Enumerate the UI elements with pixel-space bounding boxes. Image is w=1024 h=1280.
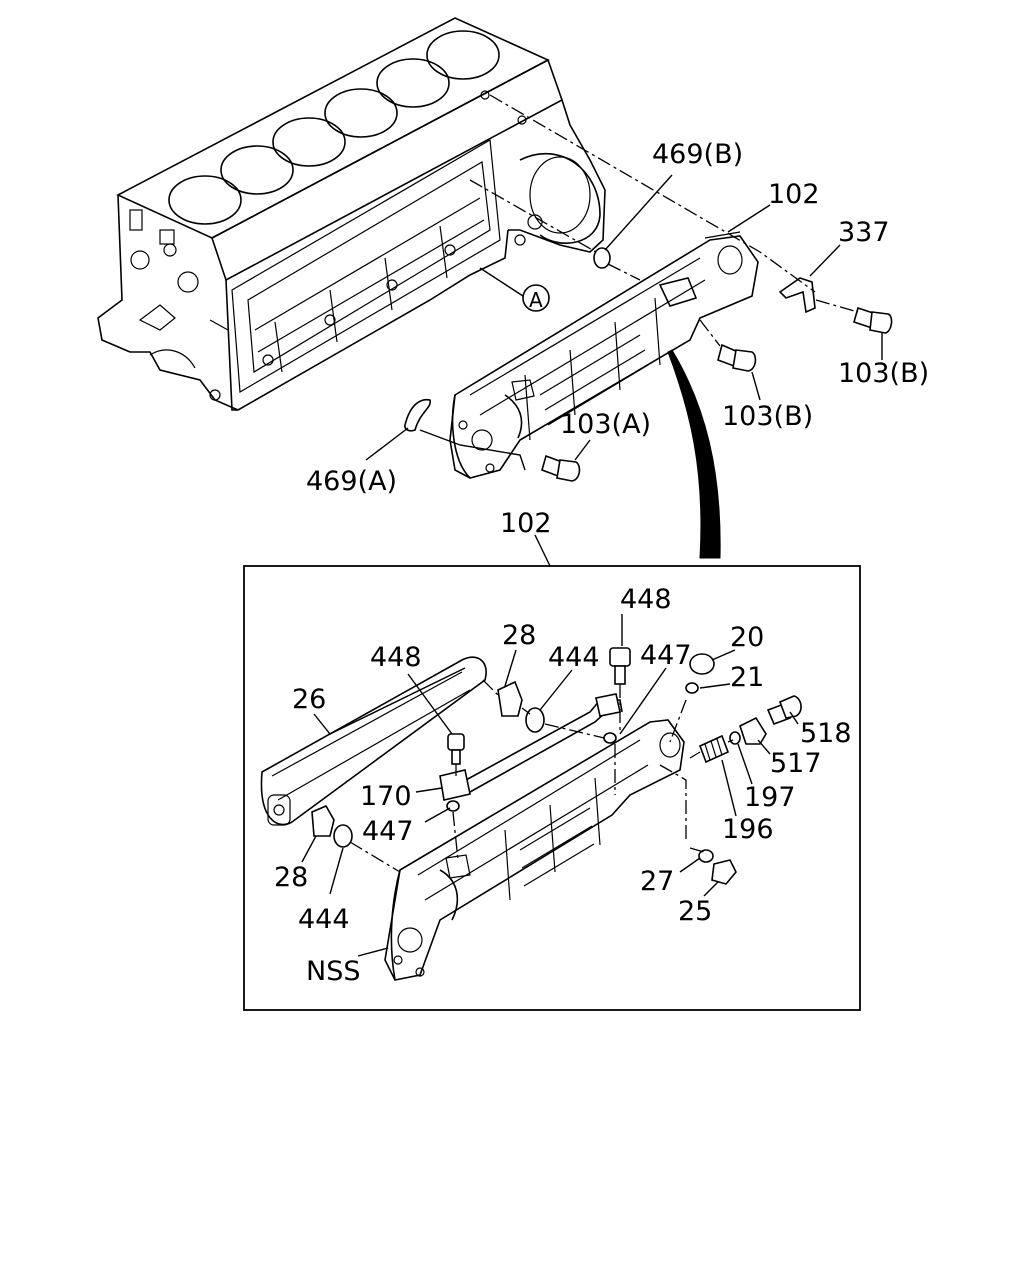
detail-pointer-arrow: [667, 349, 721, 559]
callout-170: 170: [360, 781, 412, 812]
callout-103a: 103(A): [560, 409, 651, 440]
nut-25: [711, 859, 737, 885]
callout-444-left: 444: [298, 904, 350, 935]
callout-444-top: 444: [548, 642, 600, 673]
cover-26: [260, 656, 487, 826]
valve-196: [698, 734, 730, 764]
washer-27: [698, 849, 714, 863]
callout-103b-mid: 103(B): [722, 401, 813, 432]
detail-small-parts: [311, 647, 802, 885]
upper-leaders: [365, 174, 883, 471]
upper-assembly-lines: [469, 94, 859, 347]
o-ring-21: [685, 682, 699, 694]
callout-196: 196: [722, 814, 774, 845]
callout-nss: NSS: [306, 956, 360, 987]
callout-448-top: 448: [620, 584, 672, 615]
plug-20: [689, 653, 715, 675]
gasket-28-top: [497, 680, 523, 717]
o-ring-447-top: [603, 732, 617, 744]
bolt-448-top: [609, 647, 631, 685]
callout-518: 518: [800, 718, 852, 749]
reference-marker-a-label: A: [529, 288, 543, 312]
o-ring-444-top: [525, 707, 545, 733]
callout-447-top: 447: [640, 640, 692, 671]
callout-25: 25: [678, 896, 712, 927]
gasket-28-left: [311, 804, 335, 837]
gasket-469a: [404, 398, 431, 432]
bolt-103b-mid: [717, 343, 757, 372]
reference-marker-a: A: [479, 267, 550, 312]
o-ring-444-left: [333, 824, 353, 848]
callout-517: 517: [770, 748, 822, 779]
callout-26: 26: [292, 684, 326, 715]
callout-197: 197: [744, 782, 796, 813]
callout-21: 21: [730, 662, 764, 693]
callout-102-top: 102: [768, 179, 820, 210]
callout-20: 20: [730, 622, 764, 653]
detail-assembly-lines: [349, 679, 734, 873]
detail-leaders: [301, 614, 799, 957]
callout-469b: 469(B): [652, 139, 743, 170]
callout-28-top: 28: [502, 620, 536, 651]
bolt-518: [766, 695, 802, 726]
bracket-337: [778, 277, 816, 314]
callout-337: 337: [838, 217, 890, 248]
callout-447-left: 447: [362, 816, 414, 847]
bolt-103b-right: [853, 306, 893, 334]
valve-517: [739, 716, 767, 745]
engine-block: [97, 17, 606, 411]
oil-cooler-assembly-upper: [449, 231, 759, 479]
callout-103b-right: 103(B): [838, 358, 929, 389]
o-ring-197: [729, 731, 741, 745]
upper-small-parts: [404, 247, 893, 482]
bolt-103a: [541, 454, 581, 482]
o-ring-469b: [593, 247, 611, 269]
callout-102-box: 102: [500, 508, 552, 539]
callout-27: 27: [640, 866, 674, 897]
callout-448-left: 448: [370, 642, 422, 673]
o-ring-447-left: [446, 800, 460, 812]
detail-frame: [243, 565, 861, 1011]
bolt-448-left: [447, 733, 465, 765]
callout-469a: 469(A): [306, 466, 397, 497]
cooler-core-nss: [384, 719, 685, 981]
callout-28-left: 28: [274, 862, 308, 893]
